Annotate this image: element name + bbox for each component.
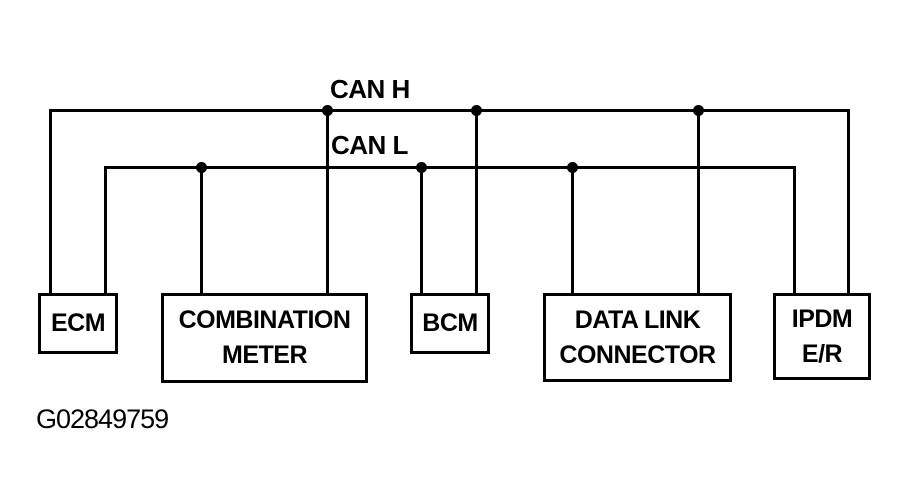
wire-bcm-to-can-l <box>420 166 423 296</box>
node-label-ipdm-er: IPDM E/R <box>791 304 853 368</box>
wire-combination-meter-to-can-h <box>326 109 329 296</box>
wire-combination-meter-to-can-l <box>200 166 203 296</box>
junction-dot-can-l-data-link-connector <box>567 162 578 173</box>
can-l-bus-line <box>104 166 796 169</box>
wire-ecm-to-can-l <box>104 166 107 296</box>
junction-dot-can-h-combination-meter <box>322 105 333 116</box>
node-label-data-link-connector: DATA LINK CONNECTOR <box>559 305 716 369</box>
can-h-bus-label: CAN H <box>330 74 410 104</box>
junction-dot-can-l-combination-meter <box>196 162 207 173</box>
node-label-bcm: BCM <box>422 309 478 337</box>
junction-dot-can-h-data-link-connector <box>693 105 704 116</box>
wire-ipdm-er-to-can-l <box>793 166 796 296</box>
junction-dot-can-l-bcm <box>416 162 427 173</box>
node-box-ecm: ECM <box>38 293 118 354</box>
node-box-ipdm-er: IPDM E/R <box>773 293 871 380</box>
junction-dot-can-h-bcm <box>471 105 482 116</box>
node-box-combination-meter: COMBINATION METER <box>161 293 368 383</box>
node-label-ecm: ECM <box>50 309 106 337</box>
node-box-bcm: BCM <box>410 293 490 354</box>
figure-id: G02849759 <box>36 404 169 434</box>
wire-data-link-connector-to-can-h <box>697 109 700 296</box>
wire-bcm-to-can-h <box>475 109 478 296</box>
node-label-combination-meter: COMBINATION METER <box>178 306 351 369</box>
can-l-bus-label: CAN L <box>331 130 408 160</box>
wire-data-link-connector-to-can-l <box>571 166 574 296</box>
node-box-data-link-connector: DATA LINK CONNECTOR <box>543 293 732 382</box>
wire-ecm-to-can-h <box>49 109 52 296</box>
wire-ipdm-er-to-can-h <box>847 109 850 296</box>
can-h-bus-line <box>49 109 850 112</box>
